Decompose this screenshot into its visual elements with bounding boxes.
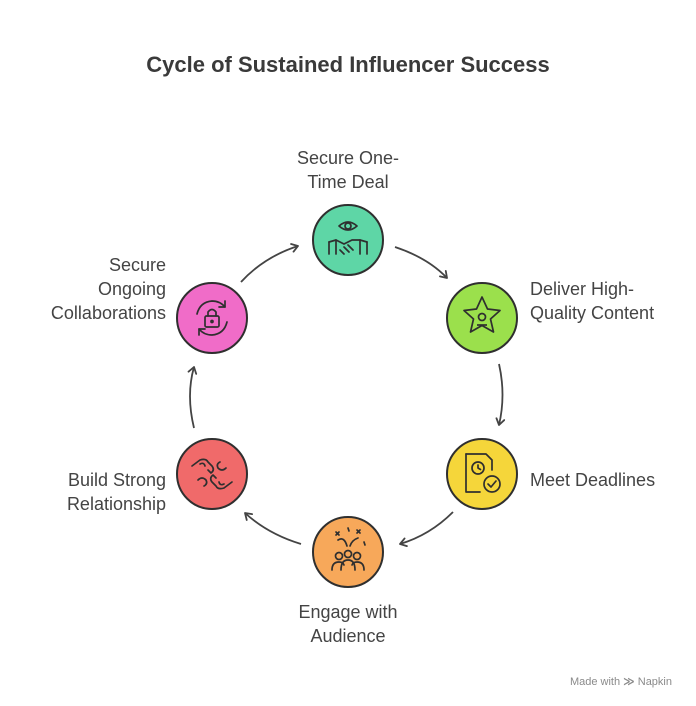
audience-group-icon <box>331 527 366 571</box>
puzzle-hands-icon <box>191 458 233 490</box>
diagram-title: Cycle of Sustained Influencer Success <box>146 52 550 77</box>
napkin-brand: Napkin <box>637 676 672 688</box>
label-secure-one-time-deal: Secure One- Time Deal <box>296 148 400 192</box>
arrow-6-to-1 <box>240 243 299 283</box>
made-with-napkin: Made with ≫ Napkin <box>570 675 672 688</box>
arrow-3-to-4 <box>399 511 454 548</box>
node-secure-ongoing-collaborations <box>176 282 248 354</box>
label-engage-with-audience: Engage with Audience <box>298 602 398 646</box>
label-secure-ongoing-collaborations: Secure Ongoing Collaborations <box>50 255 166 323</box>
arrow-1-to-2 <box>394 246 448 279</box>
handshake-eye-icon <box>328 221 368 255</box>
star-award-icon <box>463 296 501 333</box>
label-deliver-high-quality-content: Deliver High- Quality Content <box>530 279 655 323</box>
document-clock-check-icon <box>465 453 501 493</box>
node-meet-deadlines <box>446 438 518 510</box>
arrow-5-to-6 <box>187 366 198 429</box>
node-secure-one-time-deal <box>312 204 384 276</box>
arrow-4-to-5 <box>244 512 302 545</box>
arrow-2-to-3 <box>495 363 506 426</box>
label-build-strong-relationship: Build Strong Relationship <box>66 470 166 514</box>
node-deliver-high-quality-content <box>446 282 518 354</box>
label-meet-deadlines: Meet Deadlines <box>530 470 656 490</box>
lock-cycle-icon <box>196 300 228 336</box>
node-build-strong-relationship <box>176 438 248 510</box>
napkin-logo-icon: ≫ <box>623 676 635 688</box>
node-engage-with-audience <box>312 516 384 588</box>
made-with-text: Made with <box>569 676 621 688</box>
